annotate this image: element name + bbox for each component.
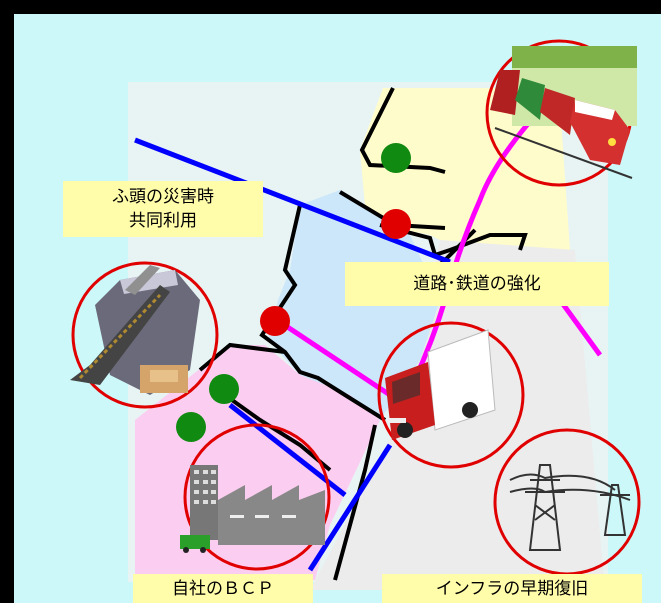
ship-circle (70, 261, 219, 409)
factory-circle (180, 423, 331, 571)
label-infra-recovery: インフラの早期復旧 (382, 574, 642, 603)
node-green (381, 143, 411, 173)
node-green (209, 374, 239, 404)
label-bcp: 自社のＢＣＰ (133, 574, 313, 603)
ship-icon (70, 265, 200, 395)
truck-circle (377, 321, 525, 469)
node-red (381, 209, 411, 239)
label-pier-line1: ふ頭の災害時 (112, 187, 214, 207)
power-tower-icon (509, 464, 631, 551)
truck-icon (385, 329, 496, 440)
node-green (176, 412, 206, 442)
train-icon (490, 46, 637, 179)
label-road-rail: 道路･鉄道の強化 (345, 262, 609, 306)
factory-icon (180, 465, 325, 553)
junction-nodes (176, 143, 411, 442)
label-pier-shared-use: ふ頭の災害時 共同利用 (63, 181, 263, 237)
node-red (260, 306, 290, 336)
train-circle (485, 39, 637, 187)
label-pier-line2: 共同利用 (129, 211, 197, 231)
zone-north (360, 88, 570, 250)
